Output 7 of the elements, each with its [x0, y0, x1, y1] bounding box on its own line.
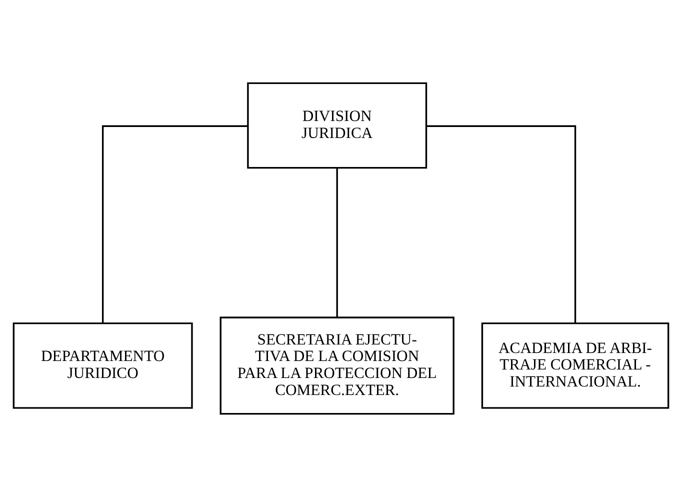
node-box: DEPARTAMENTO JURIDICO: [12, 322, 193, 409]
connector: [336, 168, 338, 318]
connector: [102, 125, 248, 323]
node-box: ACADEMIA DE ARBI- TRAJE COMERCIAL - INTERNACIONAL.: [481, 322, 670, 409]
node-box: SECRETARIA EJECTU- TIVA DE LA COMISION PARA LA PROTECCION DEL COMERC.EXTER.: [220, 316, 454, 415]
connector: [426, 125, 576, 323]
node-box: DIVISION JURIDICA: [247, 82, 428, 169]
